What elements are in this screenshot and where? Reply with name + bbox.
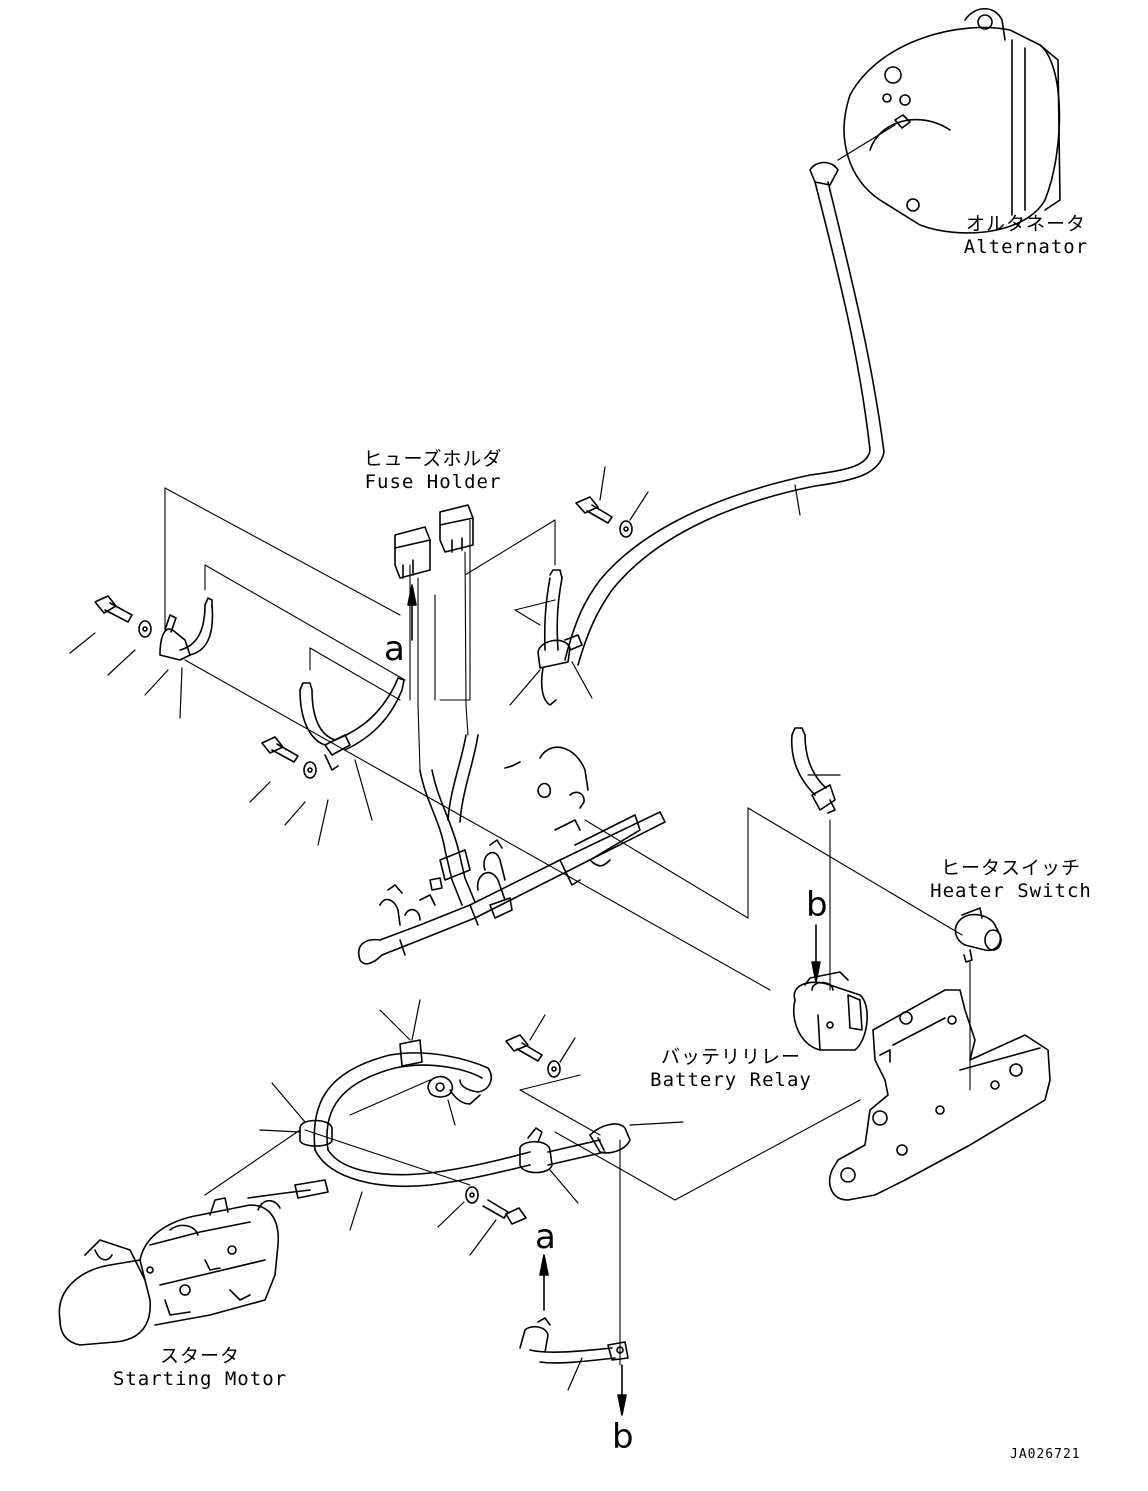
- fuse-holder-drawing: [394, 504, 474, 579]
- heater-switch-label: ヒータスイッチ Heater Switch: [925, 857, 1097, 903]
- battery-relay-label-en: Battery Relay: [650, 1069, 812, 1091]
- heater-switch-drawing: [954, 907, 1002, 963]
- alternator-label-jp: オルタネータ: [965, 213, 1086, 235]
- upper-right-bolt-group: [509, 466, 649, 706]
- connector-arrow-a-bottom: [539, 1254, 549, 1311]
- reference-lines: [164, 487, 971, 1366]
- alternator-label-en: Alternator: [963, 236, 1089, 258]
- connector-letter-a-top: a: [384, 629, 405, 669]
- starting-motor-label-jp: スタータ: [159, 1345, 240, 1367]
- relay-jumper-cable: [519, 1317, 629, 1391]
- mid-bolt-group: [249, 677, 405, 846]
- lower-bolt-group: [437, 1014, 576, 1256]
- fuse-holder-label-jp: ヒューズホルダ: [363, 448, 503, 470]
- battery-relay-drawing: [793, 971, 868, 1051]
- battery-relay-label-jp: バッテリリレー: [660, 1046, 801, 1068]
- starter-cable-loop: [259, 999, 684, 1231]
- starting-motor-label: スタータ Starting Motor: [108, 1345, 292, 1391]
- heater-switch-label-jp: ヒータスイッチ: [940, 857, 1081, 879]
- connector-letter-b-bottom: b: [612, 1417, 634, 1457]
- battery-relay-label: バッテリリレー Battery Relay: [645, 1046, 817, 1092]
- connector-arrow-b-top: [811, 924, 821, 983]
- fuse-holder-label: ヒューズホルダ Fuse Holder: [358, 448, 508, 494]
- relay-short-cable: [790, 727, 841, 814]
- relay-mount-bracket: [828, 989, 1051, 1201]
- connector-letter-a-bottom: a: [535, 1217, 556, 1257]
- left-bolt-group: [69, 595, 214, 719]
- heater-switch-label-en: Heater Switch: [930, 880, 1092, 902]
- drawing-code: JA026721: [1010, 1447, 1081, 1462]
- alternator-label: オルタネータ Alternator: [962, 213, 1090, 259]
- connector-letter-b-top: b: [806, 885, 828, 925]
- fuse-holder-label-en: Fuse Holder: [364, 471, 502, 493]
- alternator-cable: [564, 124, 896, 666]
- harness-bracket-assembly: [358, 734, 666, 965]
- connector-arrow-b-bottom: [617, 1364, 627, 1416]
- alternator-drawing: [843, 7, 1061, 234]
- starting-motor-label-en: Starting Motor: [112, 1368, 288, 1390]
- starting-motor-drawing: [58, 1179, 329, 1346]
- harness-leader-lines: [409, 551, 469, 771]
- connector-arrow-a-top: [407, 584, 417, 641]
